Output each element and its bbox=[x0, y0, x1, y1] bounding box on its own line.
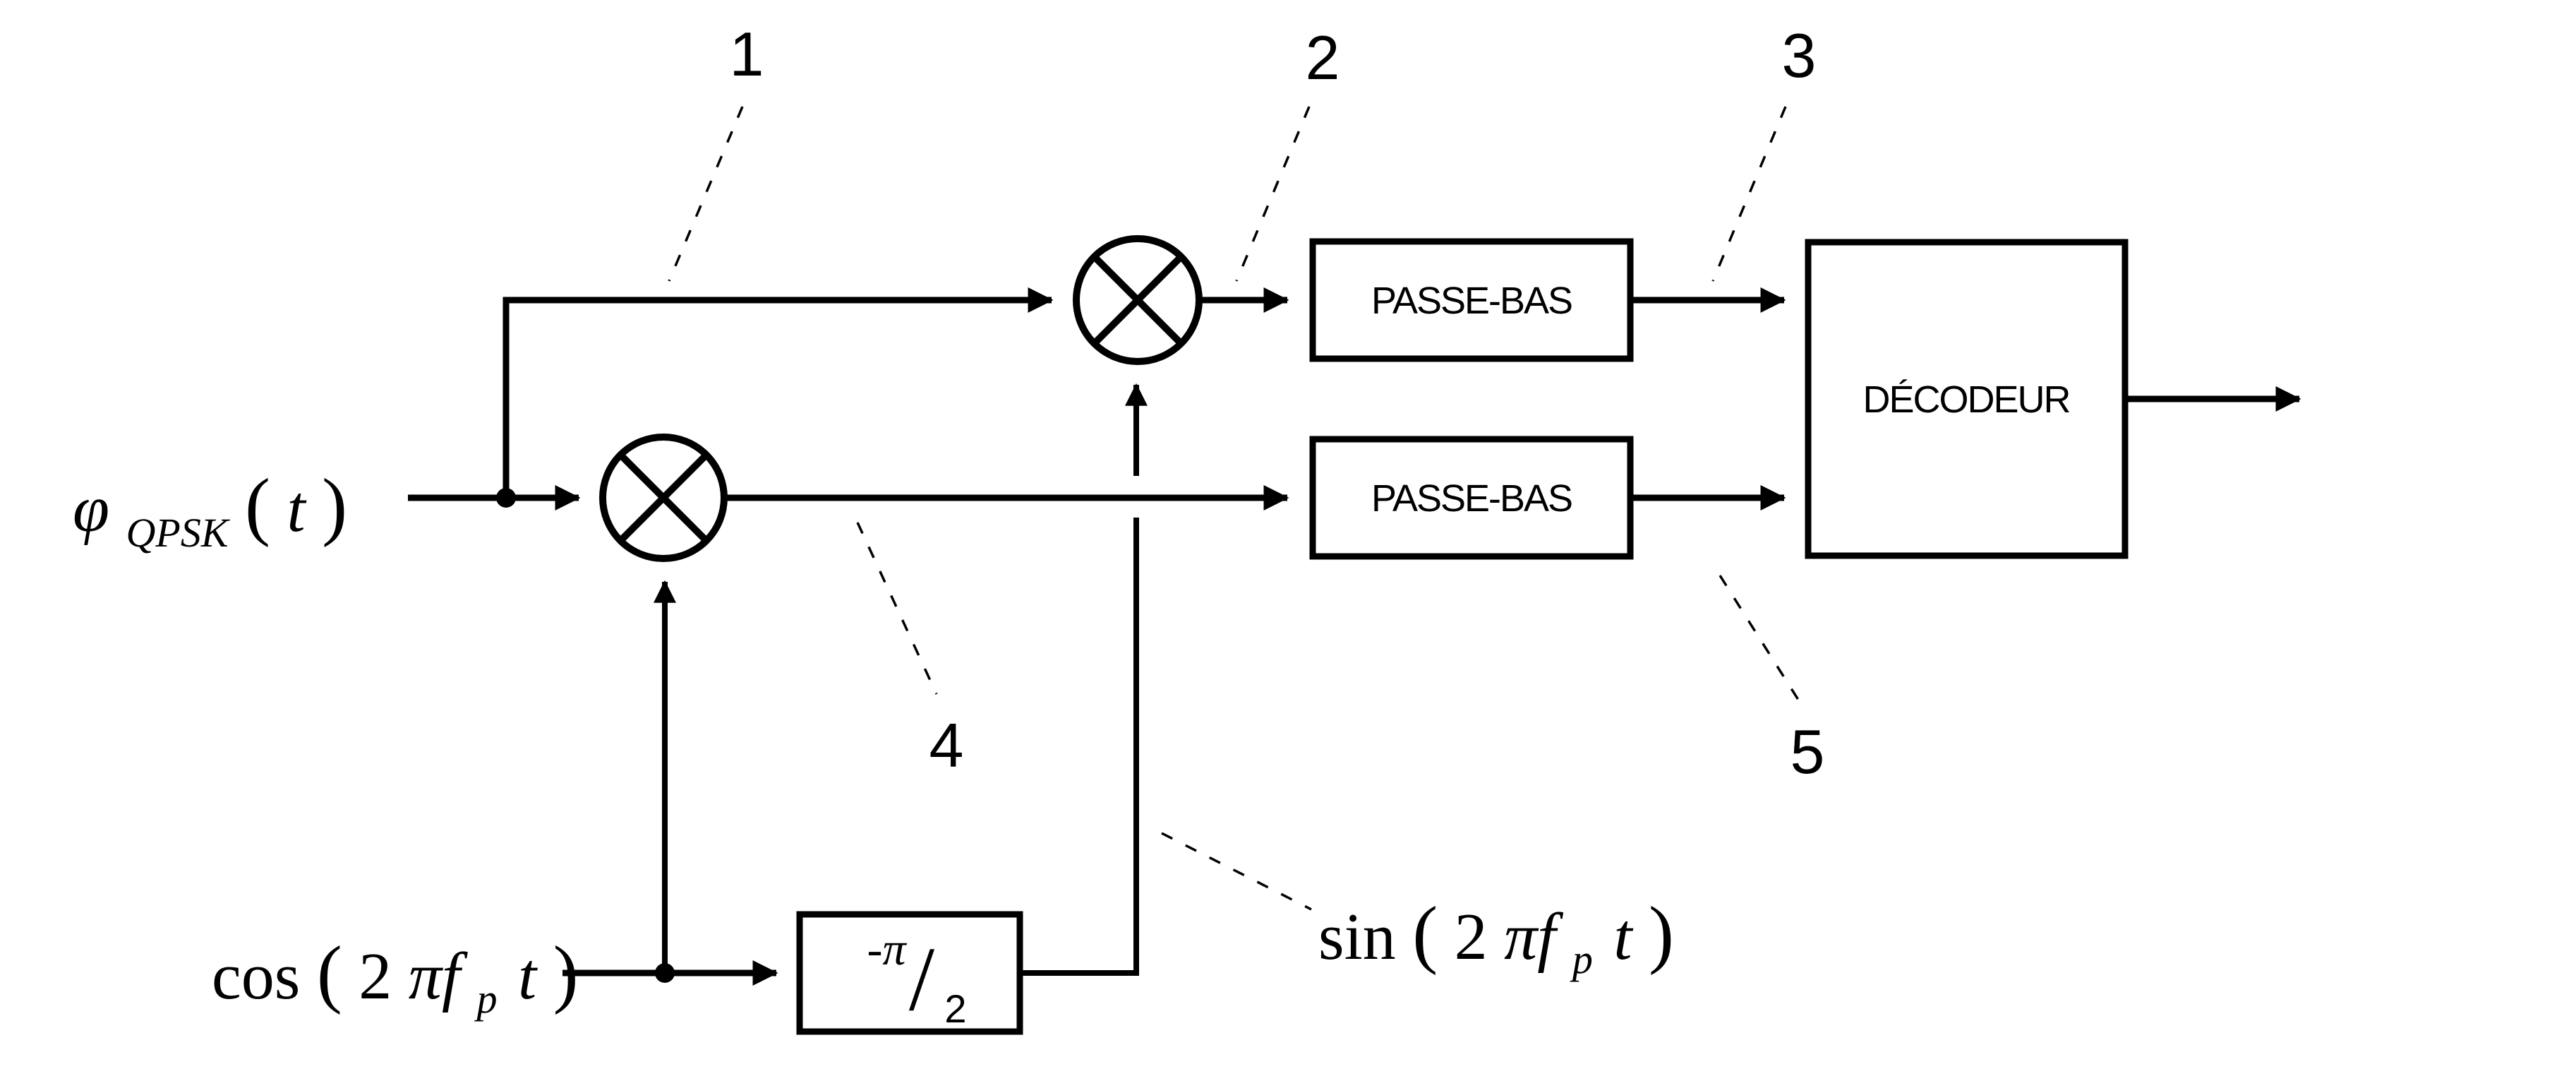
callout-1: 1 bbox=[730, 19, 764, 89]
decoder-box bbox=[1805, 239, 2129, 559]
sin-body: πf bbox=[1504, 900, 1563, 974]
phase-shift-denominator: 2 bbox=[944, 986, 966, 1031]
leader-line-4 bbox=[856, 522, 938, 695]
sin-coefficient: 2 bbox=[1455, 900, 1488, 974]
wire-sin-vertical-lower bbox=[1020, 518, 1139, 976]
sin-close-paren: ) bbox=[1649, 892, 1674, 976]
multiplier-lower bbox=[599, 434, 728, 562]
leader-line-3 bbox=[1711, 106, 1787, 282]
sin-variable: t bbox=[1613, 900, 1633, 974]
leader-line-1 bbox=[668, 106, 744, 282]
callout-2: 2 bbox=[1306, 23, 1340, 92]
input-variable: t bbox=[287, 472, 306, 546]
phase-shift-box bbox=[796, 911, 1023, 1035]
wire-upper-branch bbox=[502, 287, 1054, 501]
input-signal-label: φ QPSK ( t ) bbox=[73, 464, 347, 561]
sin-subscript: p bbox=[1570, 936, 1593, 982]
callout-5: 5 bbox=[1790, 717, 1825, 787]
sin-open-paren: ( bbox=[1412, 892, 1438, 976]
callout-4: 4 bbox=[929, 710, 964, 780]
junction-dot-input-branch bbox=[496, 488, 516, 508]
carrier-cos-label: cos ( 2 πf p t ) bbox=[212, 931, 579, 1027]
carrier-sin-label: sin ( 2 πf p t ) bbox=[1318, 892, 1674, 988]
lowpass-top-box bbox=[1309, 238, 1634, 362]
input-symbol: φ bbox=[73, 472, 109, 546]
cos-body: πf bbox=[409, 940, 468, 1013]
lowpass-bottom-box bbox=[1309, 436, 1634, 560]
leader-line-sin bbox=[1161, 832, 1312, 911]
input-close-paren: ) bbox=[322, 464, 347, 548]
callout-3: 3 bbox=[1782, 20, 1817, 90]
cos-variable: t bbox=[518, 940, 538, 1013]
multiplier-upper-x2 bbox=[1092, 254, 1184, 346]
input-subscript: QPSK bbox=[126, 510, 231, 556]
leader-line-2 bbox=[1235, 106, 1311, 282]
multiplier-lower-x2 bbox=[618, 452, 709, 544]
phase-shift-slash: / bbox=[909, 928, 935, 1030]
cos-close-paren: ) bbox=[553, 931, 579, 1015]
decoder-label: DÉCODEUR bbox=[1862, 378, 2069, 421]
leader-line-5 bbox=[1719, 575, 1800, 700]
cos-function: cos bbox=[212, 940, 300, 1013]
multiplier-upper bbox=[1073, 235, 1203, 365]
sin-function: sin bbox=[1318, 900, 1396, 974]
cos-subscript: p bbox=[474, 976, 498, 1022]
cos-open-paren: ( bbox=[317, 931, 342, 1015]
phase-shift-numerator: -π bbox=[867, 924, 907, 975]
cos-coefficient: 2 bbox=[359, 940, 392, 1013]
input-open-paren: ( bbox=[245, 464, 270, 548]
lowpass-bottom-label: PASSE-BAS bbox=[1371, 477, 1572, 520]
lowpass-top-label: PASSE-BAS bbox=[1371, 280, 1572, 322]
